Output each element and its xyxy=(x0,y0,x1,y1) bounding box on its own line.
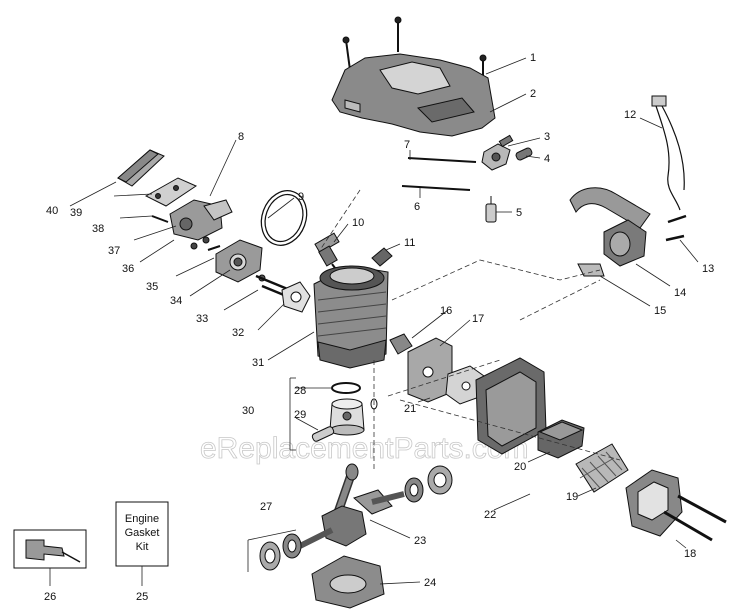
callout-32: 32 xyxy=(232,327,244,339)
callout-18: 18 xyxy=(684,548,696,560)
callout-7: 7 xyxy=(404,139,410,151)
leader-lines xyxy=(49,57,699,586)
part-4-button xyxy=(515,147,533,161)
part-3-switch xyxy=(481,134,514,171)
callout-28: 28 xyxy=(294,385,306,397)
part-26-tool xyxy=(13,529,87,569)
part-25-gasket-kit-box: Engine Gasket Kit xyxy=(115,501,169,567)
part-15-clip xyxy=(577,263,605,277)
callout-20: 20 xyxy=(514,461,526,473)
part-37-gasket xyxy=(190,236,210,250)
callout-10: 10 xyxy=(352,217,364,229)
callout-6: 6 xyxy=(414,201,420,213)
callout-21: 21 xyxy=(404,403,416,415)
callout-27: 27 xyxy=(260,501,272,513)
part-36-screws xyxy=(207,245,221,251)
bracket-27 xyxy=(247,529,297,572)
part-24-crankcase xyxy=(311,555,385,609)
callout-29: 29 xyxy=(294,409,306,421)
part-7-rod xyxy=(407,157,477,163)
part-27-bearing-seal xyxy=(259,533,302,571)
callout-15: 15 xyxy=(654,305,666,317)
callout-16: 16 xyxy=(440,305,452,317)
part-6-rod xyxy=(401,185,471,191)
part-38-screw xyxy=(151,215,169,223)
part-23-crankshaft xyxy=(298,463,405,549)
part-12-wire-harness xyxy=(651,95,685,211)
callout-39: 39 xyxy=(70,207,82,219)
callout-labels: 1 2 3 4 5 6 7 8 9 10 11 12 13 14 15 16 1… xyxy=(44,52,714,603)
part-8-carburetor xyxy=(169,199,233,241)
callout-2: 2 xyxy=(530,88,536,100)
assembly-dashed-lines xyxy=(319,189,621,470)
callout-37: 37 xyxy=(108,245,120,257)
part-2-top-cover xyxy=(331,53,496,137)
callout-34: 34 xyxy=(170,295,182,307)
part-13-screws xyxy=(665,214,687,242)
callout-14: 14 xyxy=(674,287,686,299)
part-19-spark-screen xyxy=(575,443,629,493)
part-22-muffler xyxy=(475,357,547,455)
callout-26: 26 xyxy=(44,591,56,603)
kit-line-2: Gasket xyxy=(125,527,160,539)
callout-3: 3 xyxy=(544,131,550,143)
part-35-intake-manifold xyxy=(215,239,263,283)
part-31-cylinder xyxy=(313,265,389,369)
callout-13: 13 xyxy=(702,263,714,275)
part-18-muffler-cover xyxy=(625,469,727,542)
part-40-air-filter xyxy=(117,149,165,187)
callout-12: 12 xyxy=(624,109,636,121)
callout-33: 33 xyxy=(196,313,208,325)
part-29-wrist-pin xyxy=(311,426,335,442)
part-11-decompression-valve xyxy=(371,247,393,267)
part-20-baffle xyxy=(537,419,585,459)
part-17-heat-shield xyxy=(407,337,453,403)
callout-25: 25 xyxy=(136,591,148,603)
callout-11: 11 xyxy=(404,237,415,249)
part-10-spark-plug xyxy=(314,232,340,273)
part-5-spring xyxy=(485,196,497,223)
callout-17: 17 xyxy=(472,313,484,325)
callout-8: 8 xyxy=(238,131,244,143)
callout-9: 9 xyxy=(298,191,304,203)
callout-5: 5 xyxy=(516,207,522,219)
callout-31: 31 xyxy=(252,357,264,369)
part-28-piston-ring xyxy=(331,382,361,394)
bracket-30 xyxy=(289,377,296,451)
callout-4: 4 xyxy=(544,153,550,165)
callout-30: 30 xyxy=(242,405,254,417)
part-14-ignition-coil xyxy=(569,187,651,267)
callout-36: 36 xyxy=(122,263,134,275)
part-9-clamp xyxy=(260,190,308,246)
callout-38: 38 xyxy=(92,223,104,235)
part-crank-bearings-right xyxy=(404,465,453,503)
part-21-gasket xyxy=(445,365,485,405)
watermark: eReplacementParts.com xyxy=(200,432,528,465)
part-32-gasket xyxy=(281,281,311,313)
part-1-screws xyxy=(342,16,487,90)
part-39-filter-base xyxy=(144,177,198,207)
part-16-spacer xyxy=(389,333,413,355)
callout-1: 1 xyxy=(530,52,536,64)
callout-40: 40 xyxy=(46,205,58,217)
callout-19: 19 xyxy=(566,491,578,503)
callout-24: 24 xyxy=(424,577,436,589)
kit-line-1: Engine xyxy=(125,513,159,525)
part-30-piston xyxy=(329,398,365,436)
kit-line-3: Kit xyxy=(136,541,149,553)
callout-22: 22 xyxy=(484,509,496,521)
callout-35: 35 xyxy=(146,281,158,293)
callout-23: 23 xyxy=(414,535,426,547)
